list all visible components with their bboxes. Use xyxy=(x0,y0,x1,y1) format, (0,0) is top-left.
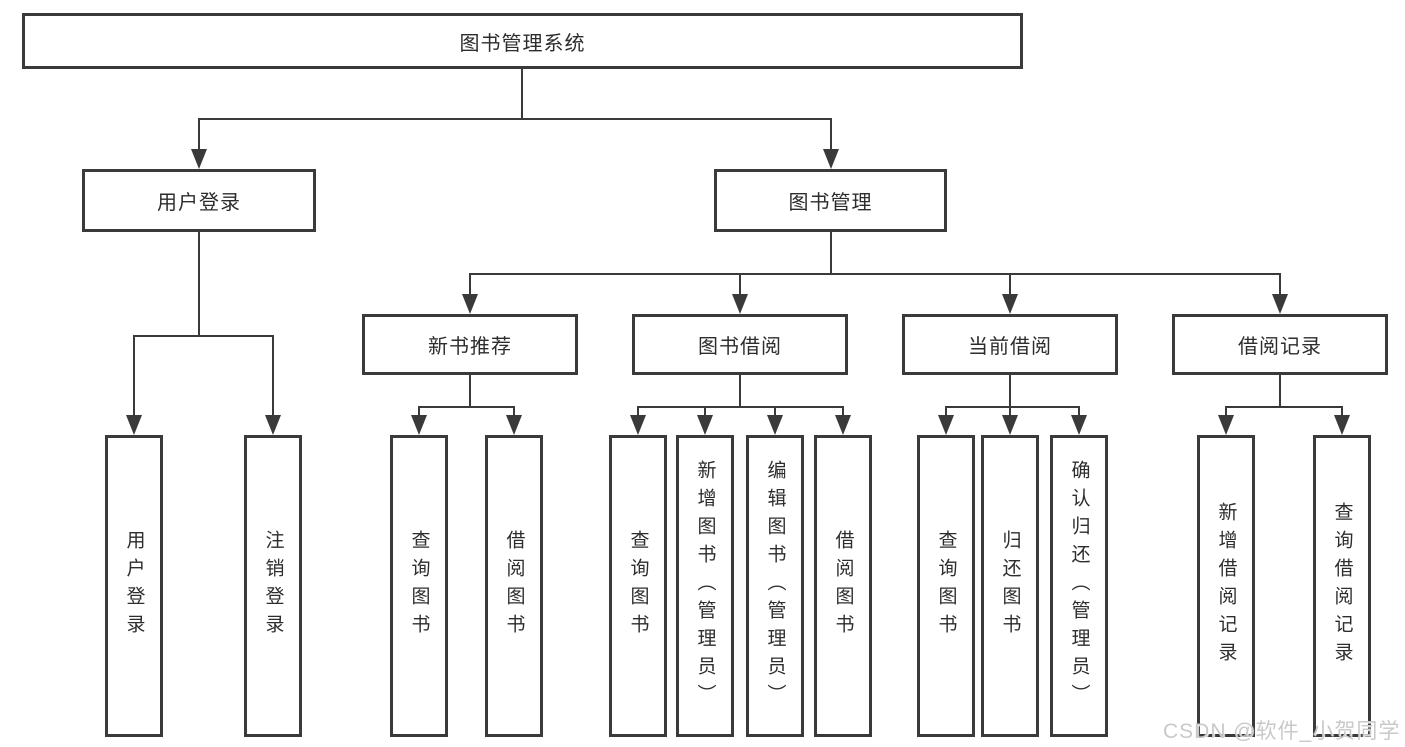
leaf-br-query-record-label: 查询借阅记录 xyxy=(1331,502,1353,670)
connector-line xyxy=(521,69,523,118)
node-borrow-records: 借阅记录 xyxy=(1172,314,1388,375)
arrowhead xyxy=(1334,406,1350,435)
connector-line xyxy=(1225,406,1343,408)
leaf-user-login-label: 用户登录 xyxy=(123,530,145,642)
connector-line xyxy=(1009,375,1011,406)
leaf-cb-query-books: 查询图书 xyxy=(917,435,975,737)
leaf-nb-query-books: 查询图书 xyxy=(390,435,448,737)
leaf-nb-query-books-label: 查询图书 xyxy=(408,530,430,642)
leaf-cb-return-books-label: 归还图书 xyxy=(999,530,1021,642)
node-current-borrow-label: 当前借阅 xyxy=(968,336,1052,358)
connector-line xyxy=(739,375,741,406)
node-root: 图书管理系统 xyxy=(22,13,1023,69)
leaf-bb-edit-books-admin-label: 编辑图书（管理员） xyxy=(764,460,786,712)
arrowhead xyxy=(411,406,427,435)
connector-line xyxy=(133,335,274,337)
arrowhead xyxy=(462,273,478,314)
leaf-bb-add-books-admin-label: 新增图书（管理员） xyxy=(694,460,716,712)
arrowhead xyxy=(1002,273,1018,314)
leaf-cb-confirm-return-admin: 确认归还（管理员） xyxy=(1050,435,1108,737)
leaf-bb-borrow-books-label: 借阅图书 xyxy=(832,530,854,642)
node-book-borrow-label: 图书借阅 xyxy=(698,336,782,358)
node-root-label: 图书管理系统 xyxy=(459,32,586,55)
leaf-logout-label: 注销登录 xyxy=(262,530,284,642)
arrowhead xyxy=(265,335,281,435)
arrowhead xyxy=(823,118,839,169)
connector-line xyxy=(469,375,471,406)
arrowhead xyxy=(1071,406,1087,435)
arrowhead xyxy=(1218,406,1234,435)
arrowhead xyxy=(1002,406,1018,435)
arrowhead xyxy=(732,273,748,314)
arrowhead xyxy=(126,335,142,435)
leaf-br-query-record: 查询借阅记录 xyxy=(1313,435,1371,737)
leaf-bb-query-books: 查询图书 xyxy=(609,435,667,737)
leaf-cb-confirm-return-admin-label: 确认归还（管理员） xyxy=(1068,460,1090,712)
node-user-login-label: 用户登录 xyxy=(157,192,241,214)
leaf-cb-return-books: 归还图书 xyxy=(981,435,1039,737)
node-book-management-label: 图书管理 xyxy=(788,192,873,214)
leaf-nb-borrow-books-label: 借阅图书 xyxy=(503,530,525,642)
leaf-user-login: 用户登录 xyxy=(105,435,163,737)
leaf-cb-query-books-label: 查询图书 xyxy=(935,530,957,642)
node-new-book-recommend: 新书推荐 xyxy=(362,314,578,375)
leaf-bb-borrow-books: 借阅图书 xyxy=(814,435,872,737)
arrowhead xyxy=(697,406,713,435)
connector-line xyxy=(198,118,832,120)
leaf-nb-borrow-books: 借阅图书 xyxy=(485,435,543,737)
arrowhead xyxy=(506,406,522,435)
connector-line xyxy=(198,232,200,335)
node-book-borrow: 图书借阅 xyxy=(632,314,848,375)
leaf-bb-query-books-label: 查询图书 xyxy=(627,530,649,642)
leaf-br-add-record: 新增借阅记录 xyxy=(1197,435,1255,737)
connector-line xyxy=(945,406,1080,408)
arrowhead xyxy=(767,406,783,435)
node-borrow-records-label: 借阅记录 xyxy=(1238,336,1322,358)
connector-line xyxy=(1279,375,1281,406)
arrowhead xyxy=(835,406,851,435)
arrowhead xyxy=(630,406,646,435)
leaf-logout: 注销登录 xyxy=(244,435,302,737)
connector-line xyxy=(469,273,1281,275)
node-new-book-recommend-label: 新书推荐 xyxy=(428,336,512,358)
arrowhead xyxy=(938,406,954,435)
node-book-management: 图书管理 xyxy=(714,169,947,232)
arrowhead xyxy=(191,118,207,169)
watermark: CSDN @软件_小贺同学 xyxy=(1163,720,1401,743)
connector-line xyxy=(637,406,844,408)
leaf-bb-add-books-admin: 新增图书（管理员） xyxy=(676,435,734,737)
arrowhead xyxy=(1272,273,1288,314)
node-current-borrow: 当前借阅 xyxy=(902,314,1118,375)
leaf-br-add-record-label: 新增借阅记录 xyxy=(1215,502,1237,670)
connector-line xyxy=(830,232,832,273)
connector-line xyxy=(418,406,515,408)
node-user-login: 用户登录 xyxy=(82,169,316,232)
leaf-bb-edit-books-admin: 编辑图书（管理员） xyxy=(746,435,804,737)
